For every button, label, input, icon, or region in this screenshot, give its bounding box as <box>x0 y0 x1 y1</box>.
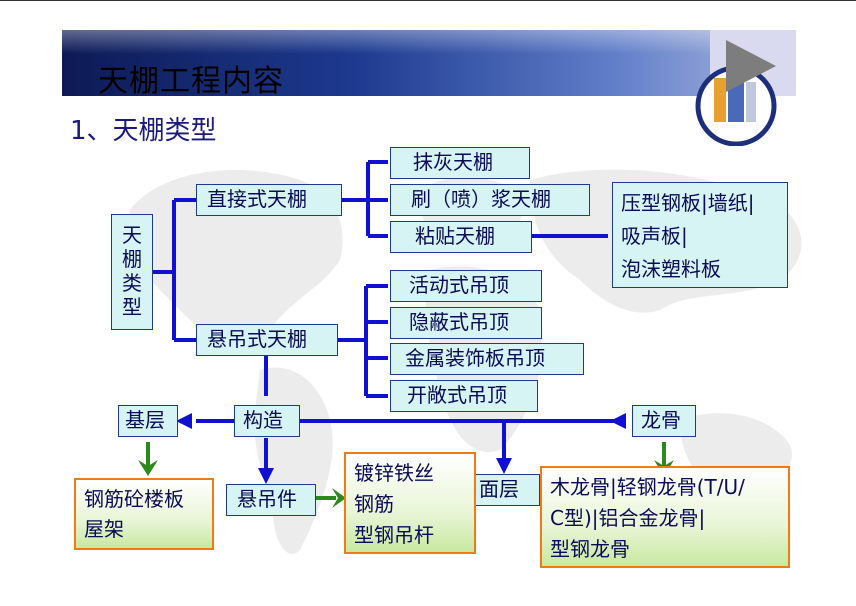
hanger-materials-box: 镀锌铁丝 钢筋 型钢吊杆 <box>344 452 476 554</box>
root-char: 型 <box>122 295 142 319</box>
title-banner <box>62 30 794 96</box>
node-suspended-ceiling: 悬吊式天棚 <box>196 324 338 356</box>
play-icon[interactable] <box>684 30 796 146</box>
top-rule <box>0 0 856 1</box>
node-spray-ceiling: 刷（喷）浆天棚 <box>390 184 590 216</box>
material-line: 泡沫塑料板 <box>621 257 721 281</box>
material-line: 屋架 <box>84 517 124 541</box>
node-structure: 构造 <box>234 405 300 437</box>
material-line: 钢筋 <box>354 492 394 516</box>
material-line: 型钢吊杆 <box>354 523 434 547</box>
node-surface-layer: 面层 <box>468 474 540 506</box>
node-keel: 龙骨 <box>632 405 696 437</box>
material-line: C型)|铝合金龙骨| <box>550 506 706 530</box>
node-metal-panel-ceiling: 金属装饰板吊顶 <box>390 343 584 375</box>
material-line: 镀锌铁丝 <box>354 461 434 485</box>
material-line: 压型钢板|墙纸| <box>621 191 755 215</box>
node-paste-ceiling: 粘贴天棚 <box>390 221 532 253</box>
node-base-layer: 基层 <box>118 405 178 437</box>
node-movable-ceiling: 活动式吊顶 <box>390 270 542 302</box>
node-plaster-ceiling: 抹灰天棚 <box>390 147 530 179</box>
material-line: 型钢龙骨 <box>550 537 630 561</box>
root-char: 棚 <box>122 247 142 271</box>
material-line: 吸声板| <box>621 224 688 248</box>
root-char: 类 <box>122 271 142 295</box>
node-open-ceiling: 开敞式吊顶 <box>390 380 538 412</box>
root-node-ceiling-types: 天 棚 类 型 <box>111 214 153 330</box>
base-materials-box: 钢筋砼楼板 屋架 <box>74 478 214 550</box>
node-paste-materials: 压型钢板|墙纸| 吸声板| 泡沫塑料板 <box>612 182 788 288</box>
node-concealed-ceiling: 隐蔽式吊顶 <box>390 307 542 339</box>
keel-materials-box: 木龙骨|轻钢龙骨(T/U/ C型)|铝合金龙骨| 型钢龙骨 <box>540 466 790 568</box>
root-char: 天 <box>122 223 142 247</box>
section-subtitle: 1、天棚类型 <box>70 116 217 146</box>
material-line: 木龙骨|轻钢龙骨(T/U/ <box>550 475 745 499</box>
node-direct-ceiling: 直接式天棚 <box>196 184 342 216</box>
material-line: 钢筋砼楼板 <box>84 487 184 511</box>
node-hanger: 悬吊件 <box>226 484 316 516</box>
page-title: 天棚工程内容 <box>98 64 284 99</box>
